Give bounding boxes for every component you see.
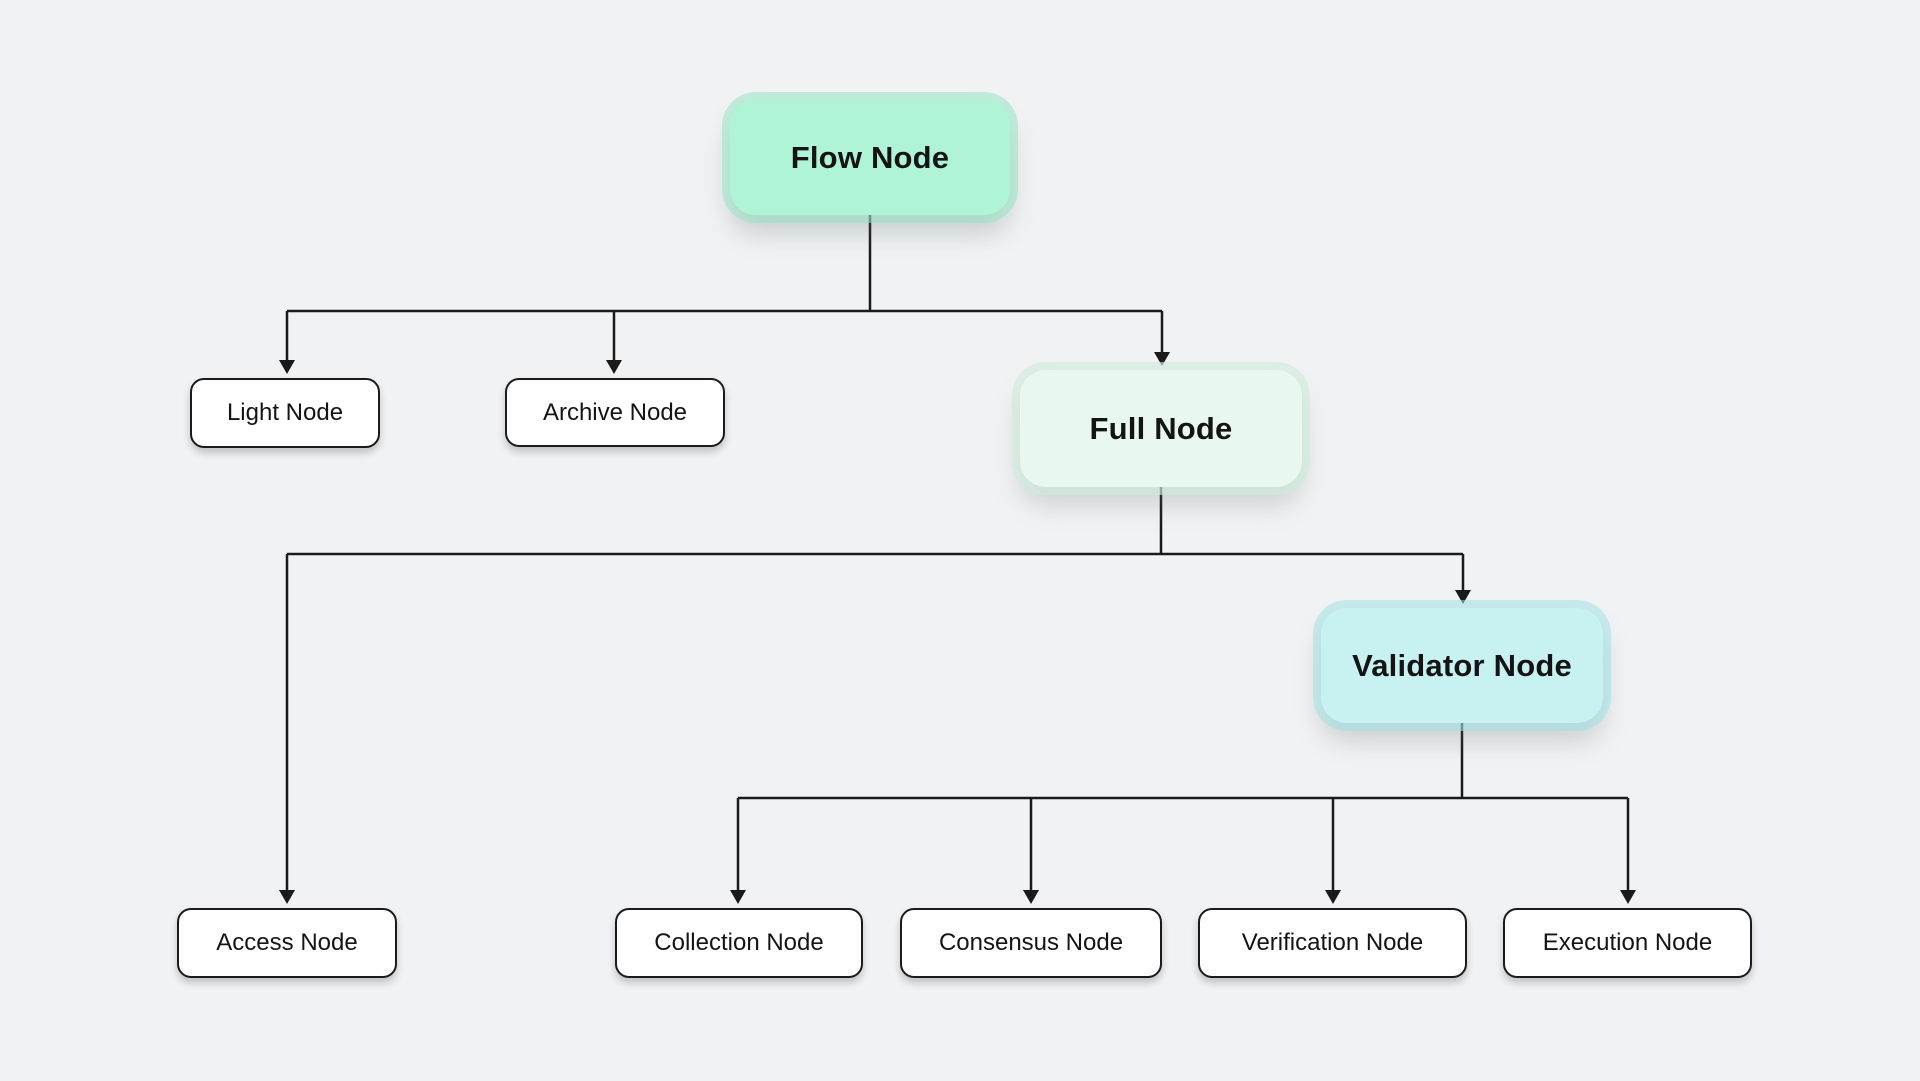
- arrowhead-icon: [1154, 352, 1170, 366]
- node-label-validator: Validator Node: [1352, 647, 1572, 683]
- node-label-full: Full Node: [1089, 410, 1233, 446]
- edge-drop-access: [279, 554, 295, 904]
- edge-drop-light: [279, 311, 295, 374]
- arrowhead-icon: [1455, 590, 1471, 604]
- node-execution[interactable]: Execution Node: [1503, 908, 1752, 978]
- edge-drop-collection: [730, 798, 746, 904]
- node-label-archive: Archive Node: [542, 398, 688, 426]
- node-light[interactable]: Light Node: [190, 378, 380, 448]
- node-label-collection: Collection Node: [654, 929, 824, 956]
- node-archive[interactable]: Archive Node: [505, 378, 725, 447]
- edge-drop-consensus: [1023, 798, 1039, 904]
- edge-drop-archive: [606, 311, 622, 374]
- node-label-light: Light Node: [226, 399, 344, 426]
- node-flow[interactable]: Flow Node: [730, 100, 1010, 215]
- node-consensus[interactable]: Consensus Node: [900, 908, 1162, 978]
- node-label-consensus: Consensus Node: [938, 929, 1124, 956]
- arrowhead-icon: [1023, 890, 1039, 904]
- arrowhead-icon: [1620, 890, 1636, 904]
- node-access[interactable]: Access Node: [177, 908, 397, 978]
- arrowhead-icon: [1325, 890, 1341, 904]
- node-label-execution: Execution Node: [1542, 929, 1713, 956]
- arrowhead-icon: [279, 890, 295, 904]
- node-validator[interactable]: Validator Node: [1321, 608, 1603, 723]
- edge-drop-validator: [1455, 554, 1471, 604]
- node-label-verification: Verification Node: [1241, 929, 1424, 956]
- arrowhead-icon: [606, 360, 622, 374]
- node-verification[interactable]: Verification Node: [1198, 908, 1467, 978]
- node-collection[interactable]: Collection Node: [615, 908, 863, 978]
- edge-drop-verification: [1325, 798, 1341, 904]
- edge-drop-execution: [1620, 798, 1636, 904]
- node-label-flow: Flow Node: [790, 139, 950, 175]
- node-label-access: Access Node: [216, 929, 358, 956]
- arrowhead-icon: [279, 360, 295, 374]
- edge-drop-full: [1154, 311, 1170, 366]
- arrowhead-icon: [730, 890, 746, 904]
- node-full[interactable]: Full Node: [1020, 370, 1302, 487]
